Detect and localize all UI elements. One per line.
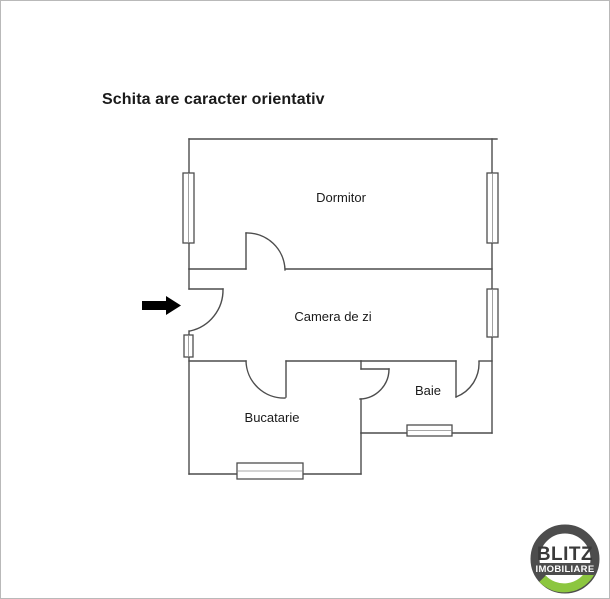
entrance-arrow	[142, 296, 181, 315]
door-baie-top	[455, 361, 480, 398]
door-bucatarie	[245, 360, 286, 399]
page-title: Schita are caracter orientativ	[102, 91, 325, 108]
room-label-camera-de-zi: Camera de zi	[294, 309, 371, 324]
room-label-dormitor: Dormitor	[316, 190, 367, 205]
room-label-baie: Baie	[415, 383, 441, 398]
blitz-imobiliare-logo: BLITZ IMOBILIARE	[530, 524, 600, 594]
room-label-bucatarie: Bucatarie	[245, 410, 300, 425]
door-baie-left	[359, 368, 390, 400]
logo-subtitle-bar	[536, 563, 594, 575]
door-dormitor	[245, 232, 286, 271]
logo-subtitle-text: IMOBILIARE	[536, 564, 595, 575]
logo-accent-arc	[539, 569, 595, 593]
logo-brand-text: BLITZ	[537, 544, 593, 565]
door-entrance	[189, 288, 224, 332]
